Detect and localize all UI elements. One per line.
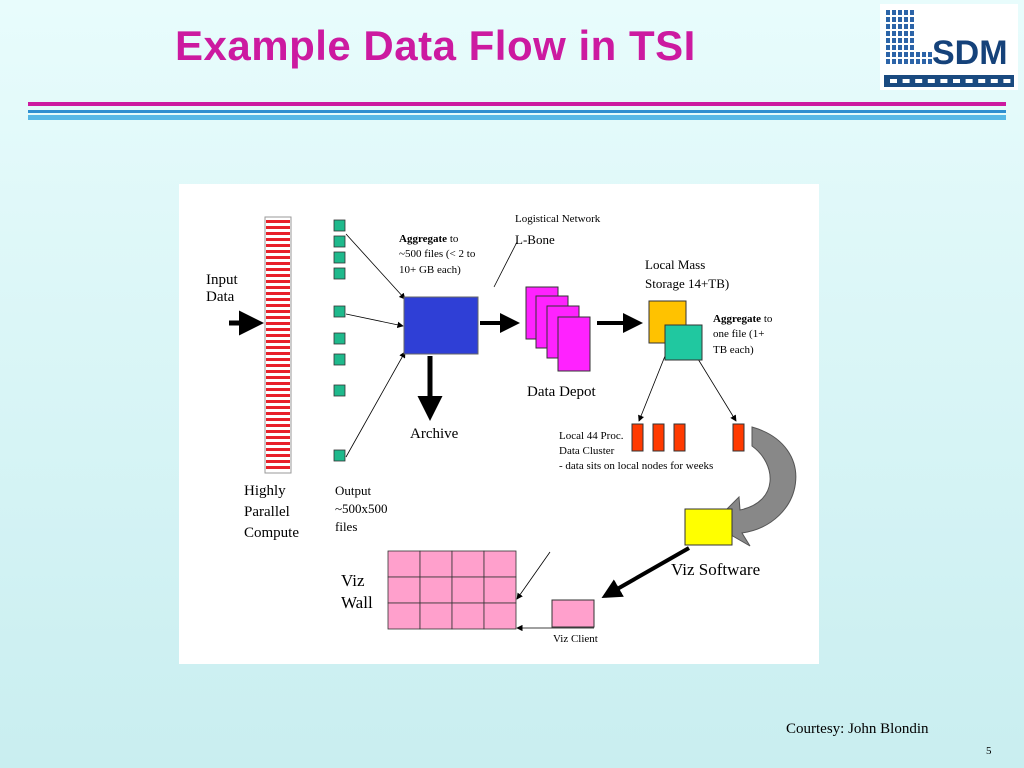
viz-wall-cell: [419, 576, 453, 604]
output-file-square: [333, 449, 346, 462]
viz-wall-cell: [483, 602, 517, 630]
output-file-square: [333, 305, 346, 318]
viz-wall-cell: [419, 602, 453, 630]
output-file-square: [333, 219, 346, 232]
compute-block: [264, 216, 292, 474]
diagram-panel: Input Data Highly Parallel Compute Outpu…: [179, 184, 819, 664]
rule-lightblue: [28, 115, 1006, 120]
viz-wall-cell: [387, 576, 421, 604]
viz-wall-cell: [483, 550, 517, 578]
viz-wall-cell: [451, 602, 485, 630]
viz-client-box: [551, 599, 595, 628]
logistical-network-label: Logistical Network: [515, 213, 601, 225]
viz-software-box: [684, 508, 733, 546]
output-file-square: [333, 332, 346, 345]
lbone-label: L-Bone: [515, 232, 555, 247]
aggregate1-label: Aggregate to ~500 files (< 2 to 10+ GB e…: [399, 233, 476, 276]
curved-arrow: [711, 426, 797, 547]
viz-wall-cell: [483, 576, 517, 604]
storage-front: [664, 324, 703, 361]
compute-label: Highly Parallel Compute: [244, 483, 299, 541]
input-data-label: Input Data: [206, 272, 238, 306]
archive-label: Archive: [410, 426, 459, 442]
viz-wall-grid: [387, 550, 517, 630]
local-mass-storage-label: Local Mass Storage 14+TB): [645, 257, 730, 291]
courtesy-text: Courtesy: John Blondin: [786, 721, 929, 737]
aggregator-box: [403, 296, 479, 355]
aggregate2-label: Aggregate to one file (1+ TB each): [713, 313, 773, 356]
output-files: [333, 219, 346, 462]
sdm-grid-logo: SDM: [884, 10, 1014, 87]
sdm-logo: SDM: [880, 4, 1018, 90]
page-number: 5: [986, 745, 992, 757]
diagram-svg: [229, 216, 797, 632]
viz-client-label: Viz Client: [553, 633, 598, 645]
rule-magenta: [28, 102, 1006, 106]
output-file-square: [333, 384, 346, 397]
output-file-square: [333, 251, 346, 264]
viz-wall-cell: [451, 550, 485, 578]
logo-text: SDM: [932, 34, 1008, 72]
to-viz-client-arrow: [601, 546, 690, 598]
output-file-square: [333, 267, 346, 280]
rule-blue: [28, 110, 1006, 113]
viz-wall-cell: [387, 602, 421, 630]
viz-wall-cell: [387, 550, 421, 578]
data-depot: [525, 286, 591, 372]
output-file-square: [333, 353, 346, 366]
cluster-nodes: [631, 423, 745, 452]
viz-wall-cell: [451, 576, 485, 604]
output-file-square: [333, 235, 346, 248]
slide-title: Example Data Flow in TSI: [175, 22, 696, 69]
local-cluster-label: Local 44 Proc. Data Cluster - data sits …: [559, 430, 714, 472]
viz-wall-label: Viz Wall: [341, 571, 373, 613]
output-label: Output ~500x500 files: [335, 483, 388, 535]
viz-software-label: Viz Software: [671, 560, 761, 579]
viz-wall-cell: [419, 550, 453, 578]
data-depot-label: Data Depot: [527, 384, 596, 400]
